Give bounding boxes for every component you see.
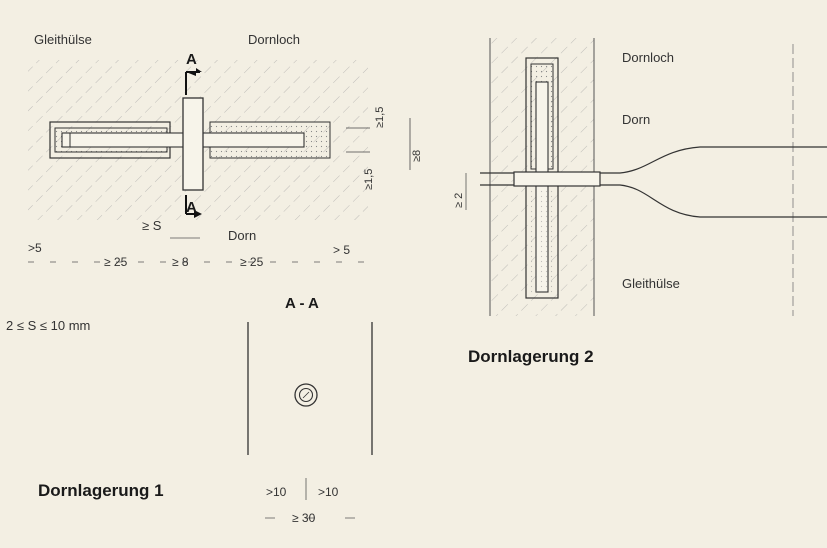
dim-bottom-1-5: ≥1,5 (363, 169, 375, 190)
dim-right-5: > 5 (333, 243, 350, 257)
joint-plate-2 (513, 171, 601, 187)
dim-gap-2: ≥ 2 (453, 193, 465, 208)
joint-plate (182, 97, 204, 191)
range-s: 2 ≤ S ≤ 10 mm (6, 318, 90, 333)
caption-2: Dornlagerung 2 (468, 347, 594, 366)
dim-right-8: ≥8 (411, 150, 423, 162)
section-arrow-bottom (194, 210, 202, 218)
dim-s: ≥ S (142, 218, 162, 233)
diagram-1 (28, 60, 411, 519)
dim-top-1-5: ≥1,5 (374, 107, 386, 128)
sec-dim-total: ≥ 30 (292, 511, 316, 525)
label-sleeve-1: Gleithülse (34, 32, 92, 47)
caption-1: Dornlagerung 1 (38, 481, 164, 500)
joint-bottom-edge (480, 184, 827, 218)
dim-left-25: ≥ 25 (104, 255, 128, 269)
section-mark-bottom: A (186, 199, 197, 216)
label-dowel-1: Dorn (228, 228, 256, 243)
label-dowel-2: Dorn (622, 112, 650, 127)
section-mark-top: A (186, 51, 197, 68)
dowel-section-outer (294, 383, 318, 407)
dim-left-5: >5 (28, 241, 42, 255)
label-hole-1: Dornloch (248, 32, 300, 47)
diagram-2 (465, 38, 827, 316)
dim-mid-8: ≥ 8 (172, 255, 189, 269)
label-hole-2: Dornloch (622, 50, 674, 65)
sec-dim-right: >10 (318, 485, 339, 499)
label-sleeve-2: Gleithülse (622, 276, 680, 291)
joint-top-edge (480, 146, 827, 174)
section-title: A - A (285, 295, 319, 312)
dowel-section-inner (298, 387, 314, 403)
sec-dim-left: >10 (266, 485, 287, 499)
dim-right-25: ≥ 25 (240, 255, 264, 269)
